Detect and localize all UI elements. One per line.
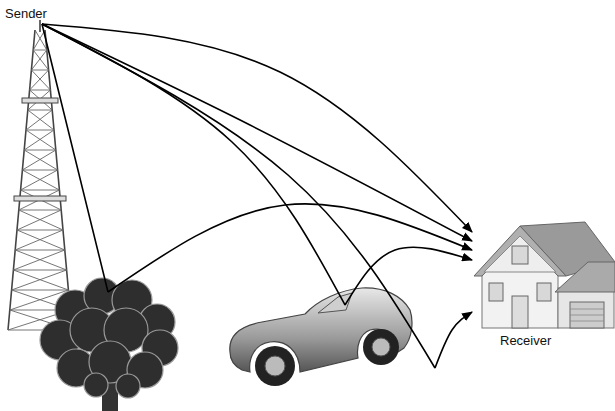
receiver-house: Receiver (472, 215, 615, 350)
sports-car (230, 288, 412, 386)
door (512, 296, 528, 328)
car-hubcap (372, 338, 390, 356)
tree-foliage (84, 373, 108, 397)
signal-path (42, 24, 472, 292)
tree (40, 278, 178, 411)
tower-platform (22, 98, 58, 103)
tree-foliage (116, 374, 140, 398)
car-windshield (318, 293, 352, 313)
node-label: Sender (5, 6, 47, 21)
signal-path (42, 24, 472, 305)
car-hubcap (265, 356, 285, 376)
house-wall (482, 270, 558, 328)
garage-roof (555, 262, 615, 292)
antenna-mast (39, 20, 41, 32)
tower-bracing (8, 30, 70, 330)
house (474, 222, 615, 328)
signal-path (42, 24, 472, 368)
window (537, 283, 551, 301)
tower-leg (45, 30, 72, 330)
window (489, 283, 503, 301)
gable (484, 236, 556, 272)
car-wheel (255, 346, 295, 386)
tower-leg (8, 30, 35, 330)
signal-path (42, 24, 472, 241)
garage-wall (558, 288, 614, 328)
node-label: Receiver (500, 333, 551, 348)
roof-edge (474, 226, 566, 276)
tower-rungs (8, 50, 72, 330)
sender-label: Sender (2, 5, 58, 24)
garage-door-panels (570, 309, 604, 321)
transmission-tower (8, 20, 72, 330)
signal-path (42, 24, 472, 232)
window (512, 246, 528, 264)
garage-door (570, 302, 604, 328)
car-wheel (363, 329, 399, 365)
tower-platform (14, 196, 66, 201)
